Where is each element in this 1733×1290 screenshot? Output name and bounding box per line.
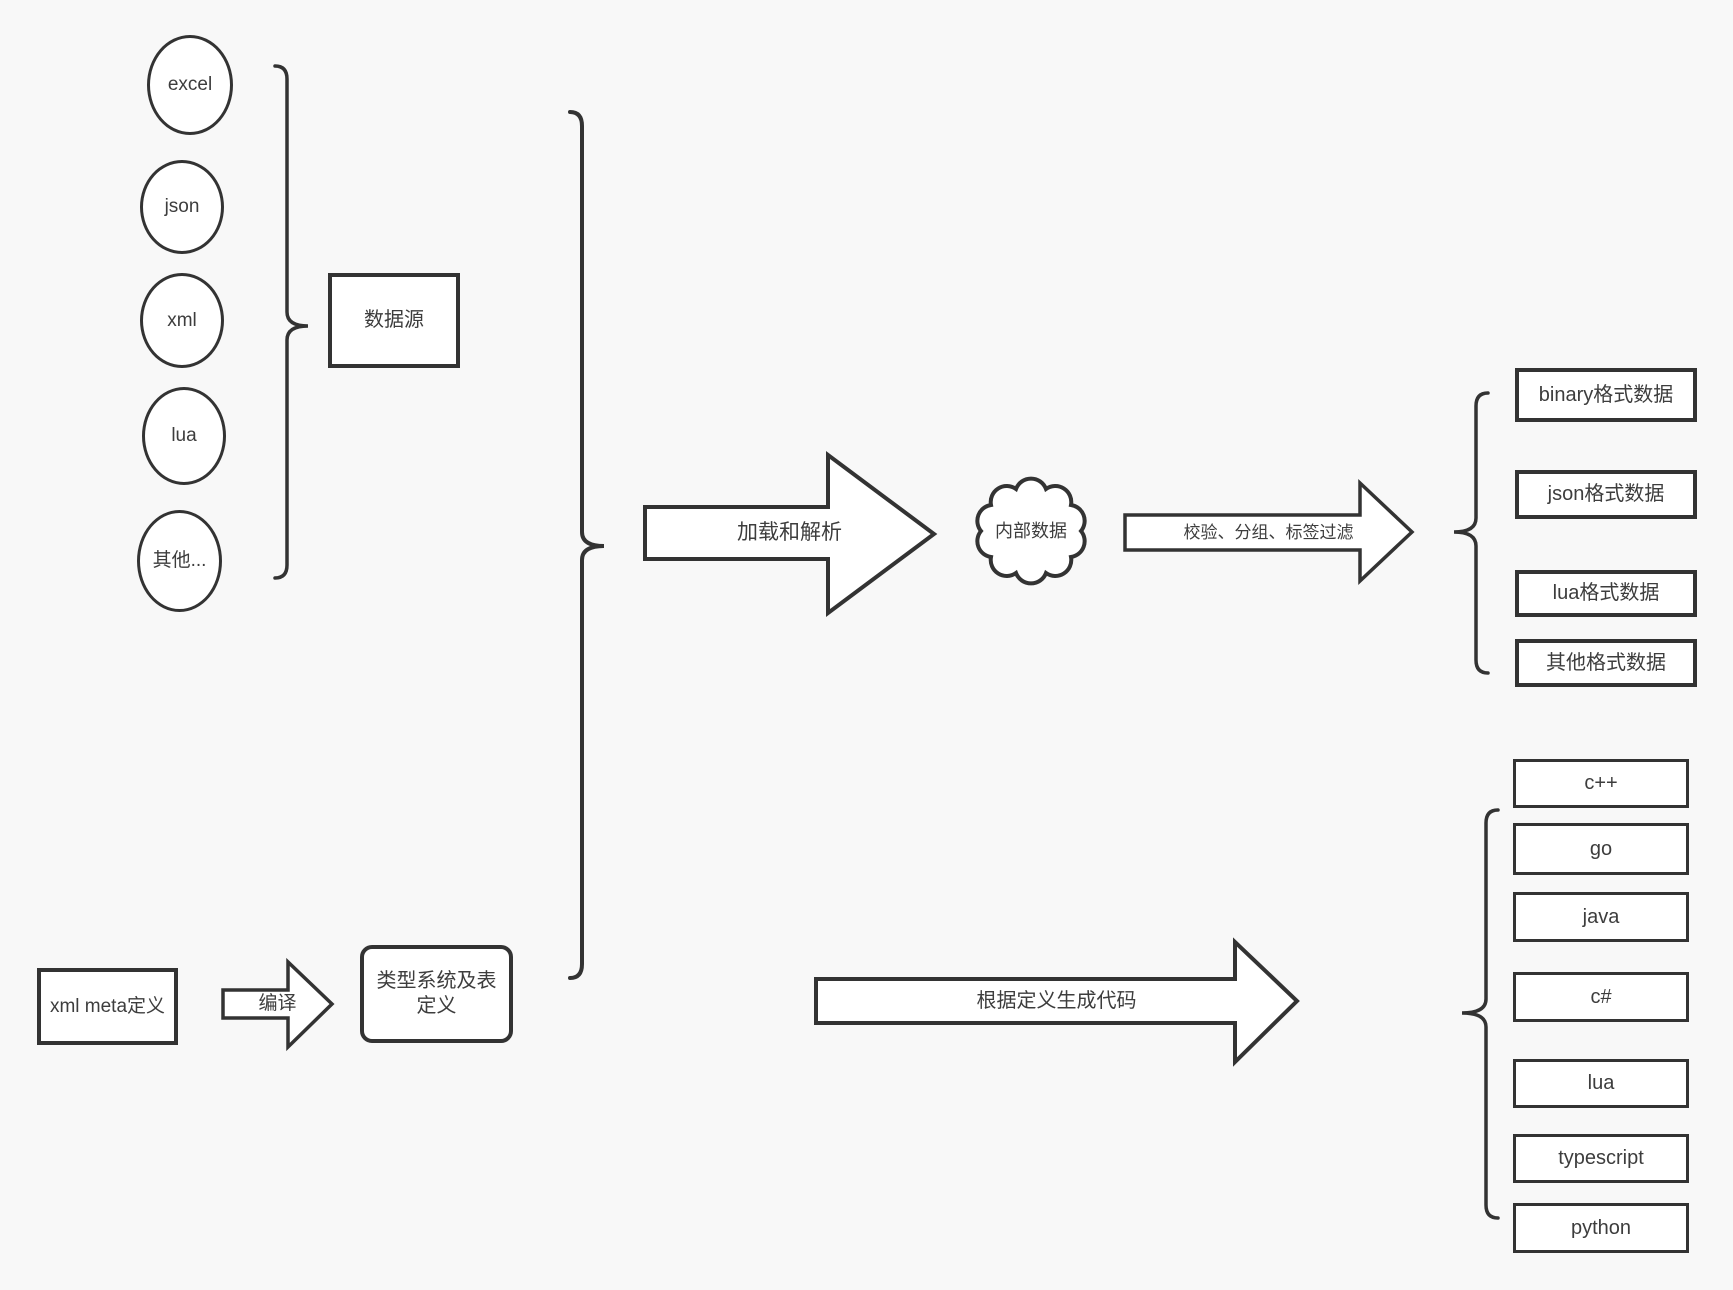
output-formats-brace (1453, 391, 1490, 675)
format-box-others: 其他格式数据 (1515, 639, 1697, 687)
type-system-label: 类型系统及表定义 (376, 970, 497, 1017)
format-box-json: json格式数据 (1515, 470, 1697, 519)
language-box-java: java (1513, 892, 1689, 942)
language-box-label: c# (1590, 985, 1612, 1008)
xml-meta-definition-label: xml meta定义 (49, 995, 166, 1017)
codegen-arrow (814, 937, 1300, 1067)
source-node-json: json (140, 160, 224, 254)
language-box-label: lua (1587, 1072, 1615, 1094)
format-box-label: json格式数据 (1547, 483, 1665, 505)
language-box-csharp: c# (1513, 972, 1689, 1022)
data-source-group-box: 数据源 (328, 273, 460, 368)
language-box-label: typescript (1558, 1147, 1644, 1169)
source-node-label: json (164, 196, 200, 218)
language-box-go: go (1513, 823, 1689, 875)
language-box-typescript: typescript (1513, 1134, 1689, 1183)
source-node-excel: excel (147, 35, 233, 135)
data-source-group-label: 数据源 (364, 309, 424, 331)
format-box-label: lua格式数据 (1552, 582, 1660, 604)
source-node-label: xml (167, 309, 197, 331)
xml-meta-definition-box: xml meta定义 (37, 968, 178, 1045)
left-group-brace (568, 110, 605, 980)
compile-arrow (221, 957, 335, 1052)
source-node-xml: xml (140, 273, 224, 368)
type-system-box: 类型系统及表定义 (360, 945, 513, 1043)
internal-data-cloud (975, 476, 1087, 586)
load-parse-arrow (643, 451, 938, 617)
language-box-label: c++ (1584, 772, 1618, 794)
language-box-label: go (1589, 837, 1613, 860)
source-node-lua: lua (142, 387, 226, 485)
format-box-label: binary格式数据 (1538, 383, 1674, 406)
languages-brace (1461, 808, 1500, 1220)
language-box-cpp: c++ (1513, 759, 1689, 808)
language-box-label: java (1582, 905, 1620, 928)
language-box-python: python (1513, 1203, 1689, 1253)
source-node-label: 其他... (152, 550, 207, 572)
language-box-label: python (1570, 1216, 1632, 1239)
filter-arrow (1123, 478, 1415, 586)
format-box-label: 其他格式数据 (1546, 651, 1666, 674)
source-node-others: 其他... (137, 510, 222, 612)
source-node-label: lua (171, 425, 197, 447)
language-box-lua: lua (1513, 1059, 1689, 1108)
format-box-lua: lua格式数据 (1515, 570, 1697, 617)
format-box-binary: binary格式数据 (1515, 368, 1697, 422)
source-node-label: excel (167, 74, 213, 96)
data-sources-brace (273, 64, 309, 580)
